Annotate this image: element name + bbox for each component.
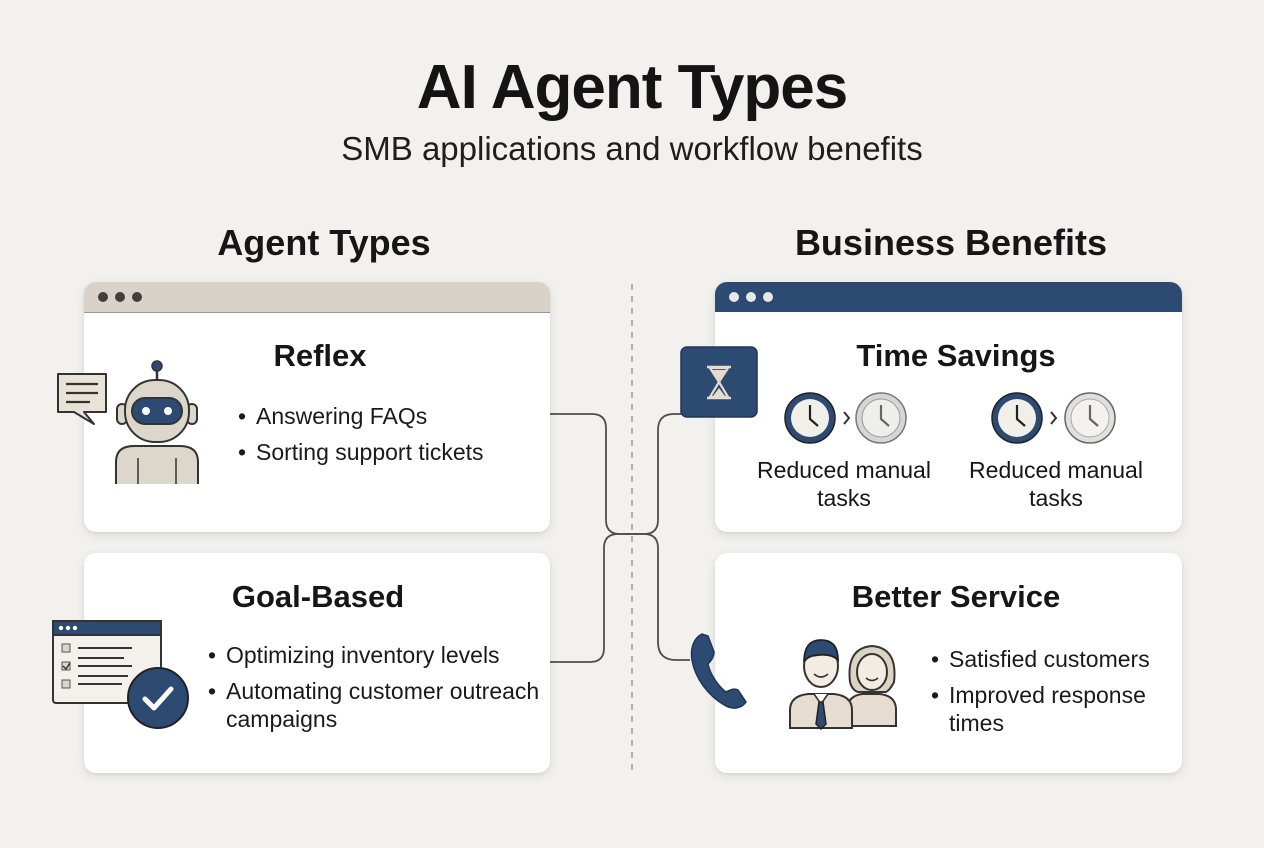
better-service-bullets: Satisfied customers Improved response ti… — [931, 645, 1181, 745]
page-title: AI Agent Types — [416, 53, 848, 122]
window-dot — [763, 292, 773, 302]
business-benefits-heading: Business Benefits — [794, 222, 1108, 263]
connector-reflex — [550, 413, 690, 661]
better-service-title: Better Service — [851, 579, 1061, 614]
page-subtitle: SMB applications and workflow benefits — [341, 130, 923, 167]
clock-icon — [784, 392, 836, 444]
chat-bubble-icon — [57, 373, 107, 425]
bullet-item: Optimizing inventory levels — [208, 641, 544, 669]
goal-based-title: Goal-Based — [231, 579, 405, 614]
window-dot — [98, 292, 108, 302]
reflex-bullets: Answering FAQs Sorting support tickets — [238, 402, 538, 474]
bullet-item: Automating customer outreach campaigns — [208, 677, 544, 733]
checkmark-icon — [127, 667, 189, 729]
clock-pair-1 — [784, 392, 907, 444]
clock-pair-2 — [991, 392, 1116, 444]
window-dot — [115, 292, 125, 302]
clock-icon — [991, 392, 1043, 444]
connector-goal — [550, 413, 684, 663]
bullet-item: Improved response times — [931, 681, 1181, 737]
people-icon — [789, 639, 897, 730]
bullet-item: Sorting support tickets — [238, 438, 538, 466]
window-titlebar — [84, 282, 550, 313]
reflex-card: Reflex Answering FAQs Sorting support ti… — [84, 282, 550, 532]
chevron-right-icon — [1050, 411, 1058, 425]
better-service-card: Better Service Satisfied customers Impro… — [715, 553, 1182, 773]
window-dot — [729, 292, 739, 302]
reflex-title: Reflex — [273, 338, 367, 373]
agent-types-heading: Agent Types — [217, 222, 431, 263]
window-titlebar — [715, 282, 1182, 312]
window-dot — [746, 292, 756, 302]
robot-icon — [115, 360, 199, 484]
bullet-item: Answering FAQs — [238, 402, 538, 430]
phone-icon — [690, 633, 747, 709]
time-savings-caption-1: Reduced manual tasks — [757, 457, 931, 511]
time-savings-caption-2: Reduced manual tasks — [969, 457, 1143, 511]
bullet-item: Satisfied customers — [931, 645, 1181, 673]
clock-icon — [1064, 392, 1116, 444]
time-savings-title: Time Savings — [856, 338, 1056, 373]
hourglass-icon — [680, 346, 758, 418]
goal-based-bullets: Optimizing inventory levels Automating c… — [208, 641, 544, 741]
window-dot — [132, 292, 142, 302]
clock-icon — [855, 392, 907, 444]
chevron-right-icon — [843, 411, 851, 425]
